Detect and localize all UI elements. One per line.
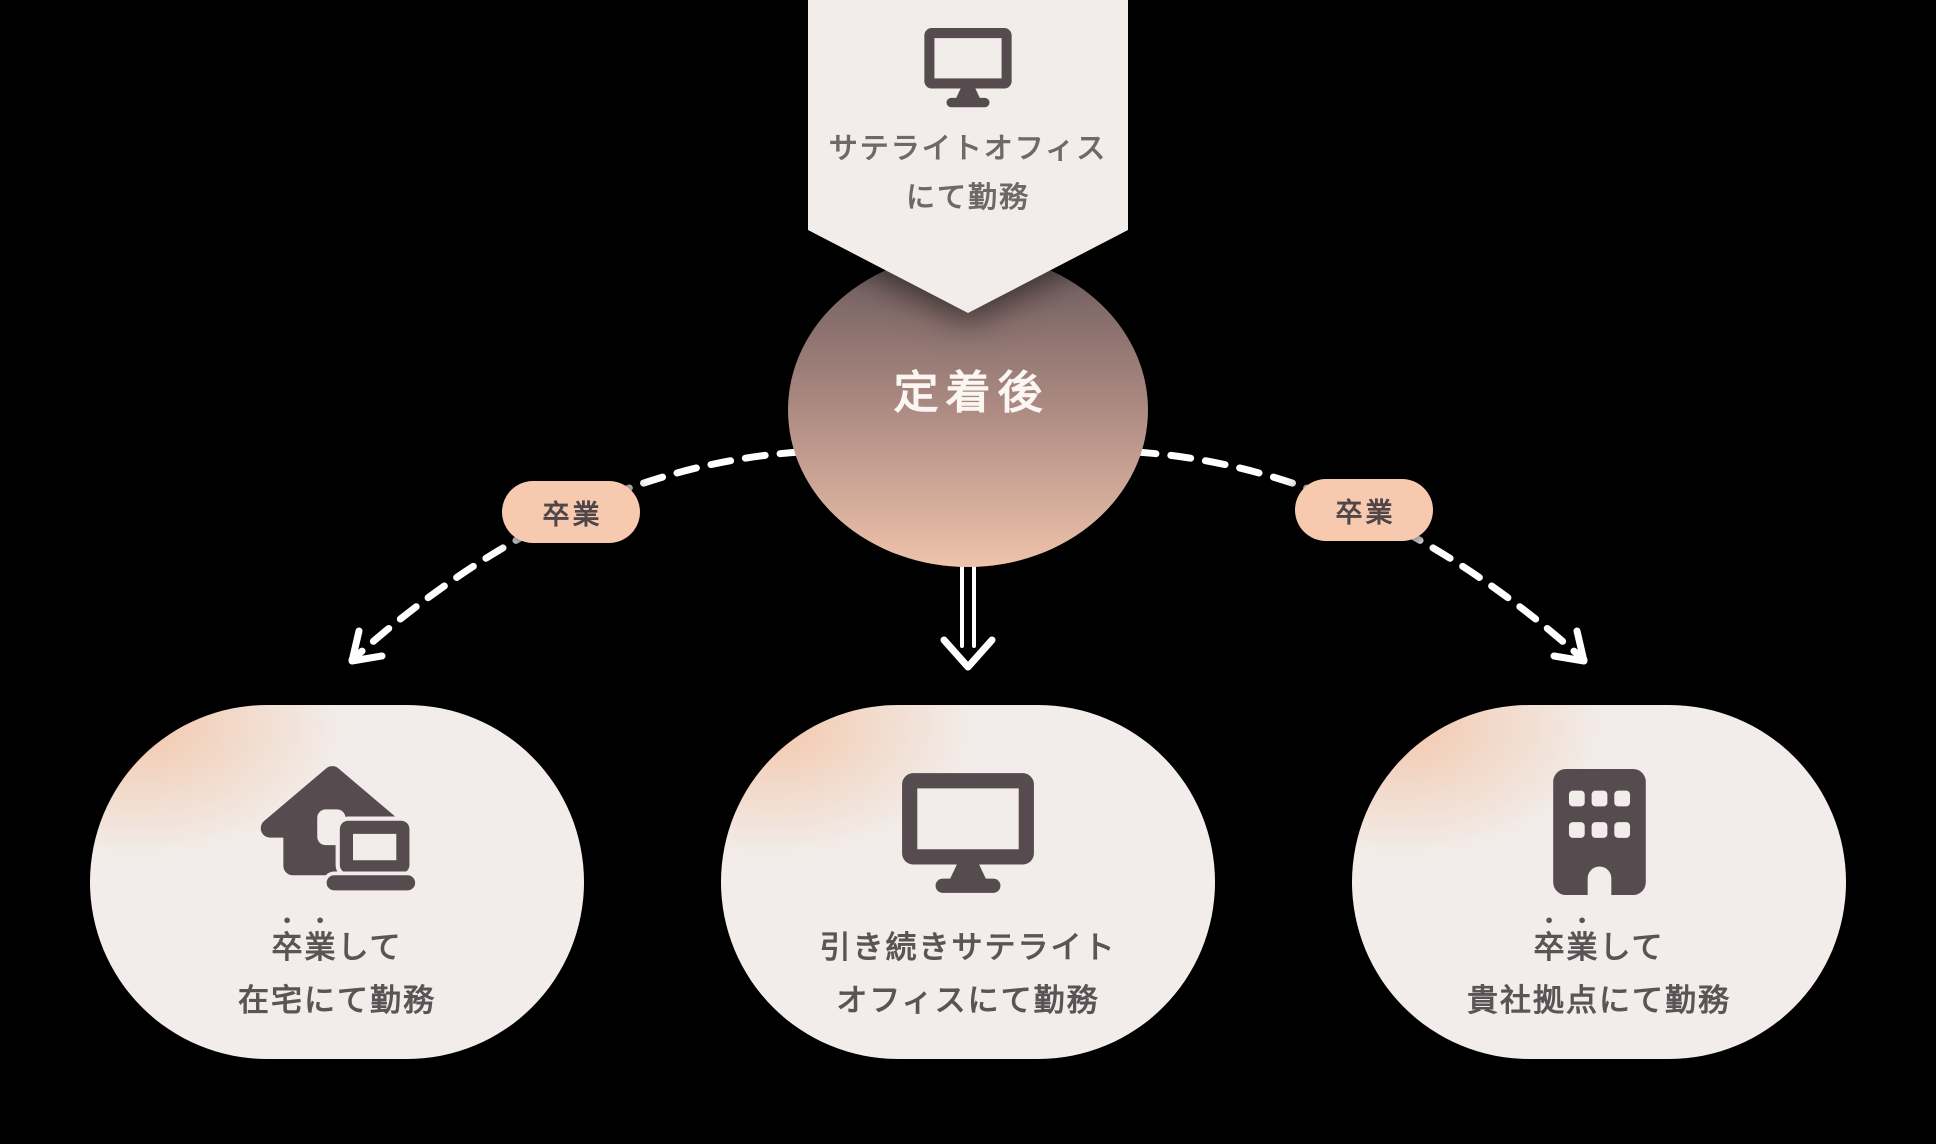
emphasized-text: 卒業 (1533, 930, 1600, 966)
card-line-1: 卒業して (238, 911, 436, 975)
card-work-from-home: 卒業して 在宅にて勤務 (90, 705, 584, 1059)
card-line-2: 貴社拠点にて勤務 (1467, 983, 1731, 1020)
card-text: 卒業して 在宅にて勤務 (238, 911, 436, 1029)
building-icon (1550, 761, 1649, 903)
card-line-2: 在宅にて勤務 (238, 983, 436, 1020)
card-text: 引き続きサテライト オフィスにて勤務 (820, 911, 1117, 1029)
card-line-1-rest: して (337, 930, 403, 966)
card-text: 卒業して 貴社拠点にて勤務 (1467, 911, 1731, 1029)
card-line-2: オフィスにて勤務 (836, 983, 1100, 1020)
card-line-1: 引き続きサテライト (820, 911, 1117, 975)
center-arrow-icon (940, 562, 996, 671)
monitor-icon (897, 761, 1039, 903)
left-arrowhead-icon (348, 627, 386, 665)
right-dashed-arc (1132, 448, 1588, 664)
card-line-1-rest: して (1599, 930, 1665, 966)
card-line-1-rest: 引き続きサテライト (819, 930, 1117, 966)
banner-line-1: サテライトオフィス (828, 131, 1108, 165)
right-arrowhead-icon (1550, 627, 1588, 665)
card-satellite-office: 引き続きサテライト オフィスにて勤務 (721, 705, 1215, 1059)
monitor-icon (921, 26, 1015, 108)
card-company-office: 卒業して 貴社拠点にて勤務 (1352, 705, 1846, 1059)
banner-line-2: にて勤務 (905, 179, 1030, 214)
graduation-badge-right: 卒業 (1295, 479, 1433, 541)
card-line-1: 卒業して (1467, 911, 1731, 975)
graduation-badge-left: 卒業 (502, 481, 640, 543)
emphasized-text: 卒業 (271, 930, 338, 966)
left-dashed-arc (348, 448, 804, 664)
hub-label: 定着後 (893, 365, 1050, 419)
house-laptop-icon (257, 761, 417, 903)
